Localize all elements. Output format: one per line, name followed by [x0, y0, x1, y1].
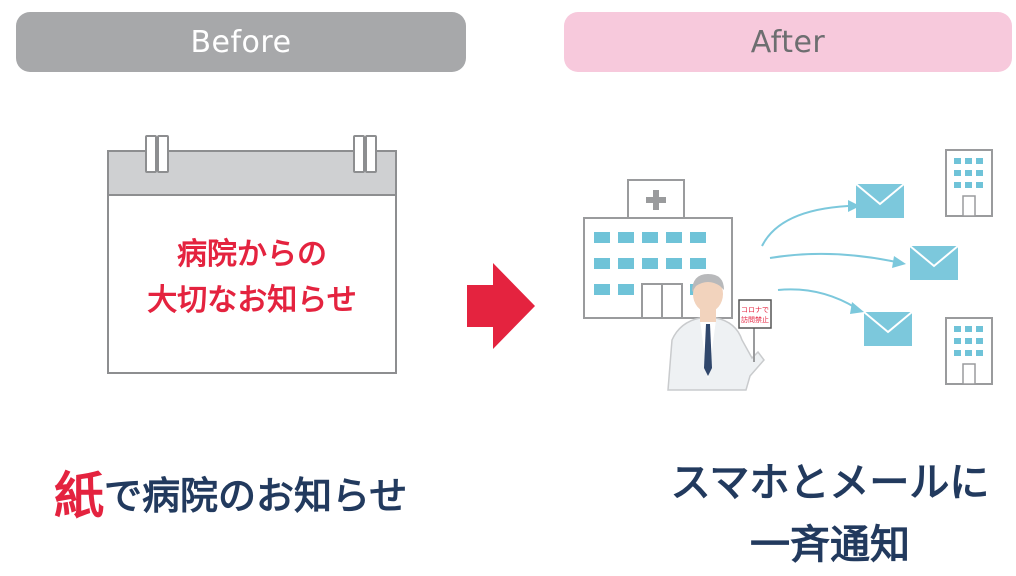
doctor-icon: コロナで 訪問禁止: [667, 274, 772, 391]
mail-icon: [863, 311, 913, 346]
after-caption-line-2: 一斉通知: [750, 522, 910, 568]
calendar-ring-icon: [157, 135, 169, 173]
before-label-text: Before: [190, 24, 292, 60]
calendar-line-2: 大切なお知らせ: [147, 283, 357, 318]
calendar-notice-text: 病院からの 大切なお知らせ: [109, 232, 395, 324]
building-icon: [945, 317, 993, 385]
paper-calendar-notice: 病院からの 大切なお知らせ: [107, 135, 397, 374]
calendar-ring-icon: [353, 135, 365, 173]
mail-icon: [855, 183, 905, 218]
before-label: Before: [16, 12, 466, 72]
building-icon: [945, 149, 993, 217]
after-label-text: After: [750, 24, 826, 60]
calendar-ring-icon: [365, 135, 377, 173]
sign-line-2: 訪問禁止: [741, 315, 769, 324]
after-caption: スマホとメールに 一斉通知: [640, 452, 1016, 576]
before-caption-text: で病院のお知らせ: [104, 474, 408, 518]
calendar-line-1: 病院からの: [177, 237, 327, 272]
mail-icon: [909, 245, 959, 280]
hospital-notification-illustration: コロナで 訪問禁止: [583, 149, 993, 391]
before-caption: 紙で病院のお知らせ: [54, 456, 407, 528]
calendar-ring-icon: [145, 135, 157, 173]
sign-line-1: コロナで: [741, 306, 769, 314]
after-caption-line-1: スマホとメールに: [670, 460, 990, 506]
paper-highlight: 紙: [54, 467, 104, 525]
right-arrow-icon: [467, 263, 535, 349]
after-label: After: [564, 12, 1012, 72]
